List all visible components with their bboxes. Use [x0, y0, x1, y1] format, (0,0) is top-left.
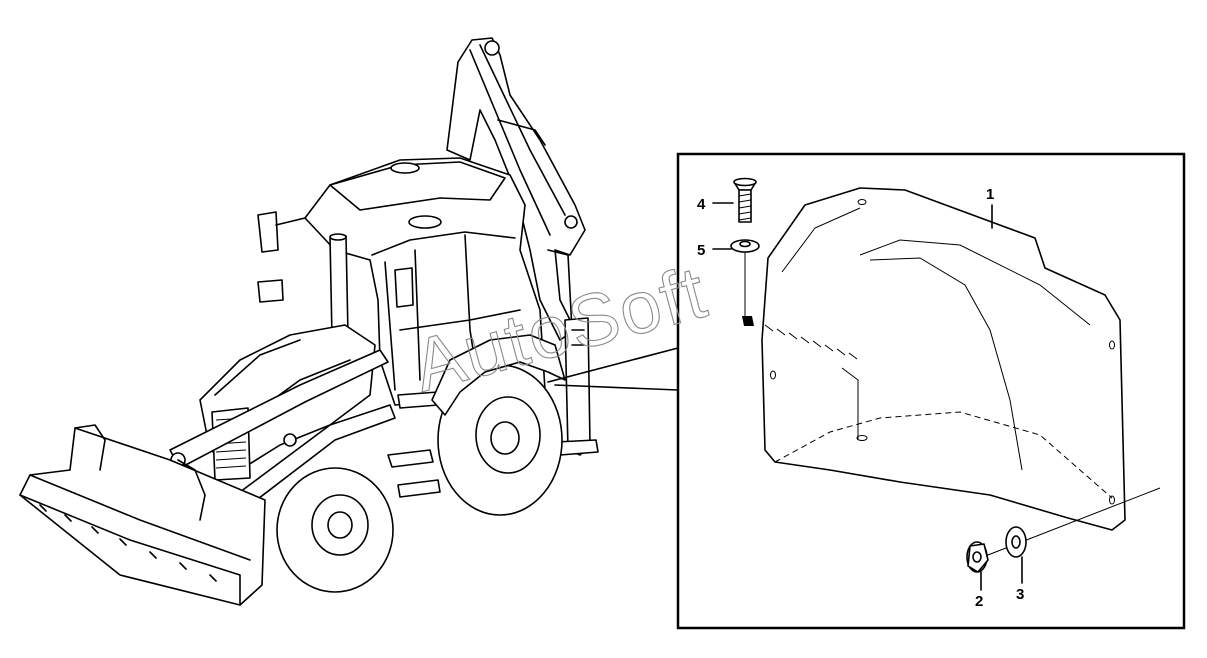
callout-leaders	[712, 202, 1023, 591]
fender-panel	[761, 187, 1126, 531]
front-wheel	[276, 467, 394, 593]
detail-inset: 1 4 5 2 3	[676, 152, 1186, 630]
callout-2: 2	[975, 593, 983, 610]
flat-washer	[1005, 526, 1027, 558]
rear-wheel	[437, 364, 563, 516]
backhoe-loader-illustration	[19, 37, 599, 606]
callout-5: 5	[697, 242, 705, 259]
front-bucket	[19, 424, 266, 606]
sealing-washer	[730, 239, 760, 253]
cab-step	[387, 449, 441, 498]
detail-leader-lines	[547, 347, 679, 391]
callout-1: 1	[986, 186, 994, 203]
rear-fender	[431, 334, 566, 416]
countersunk-screw	[733, 177, 757, 223]
loader-arm	[169, 349, 396, 506]
exhaust-stack	[329, 233, 349, 338]
flange-nut	[966, 541, 989, 573]
callout-3: 3	[1016, 586, 1024, 603]
mirror	[257, 211, 414, 308]
callout-4: 4	[697, 196, 706, 213]
bucket-teeth	[39, 504, 217, 582]
